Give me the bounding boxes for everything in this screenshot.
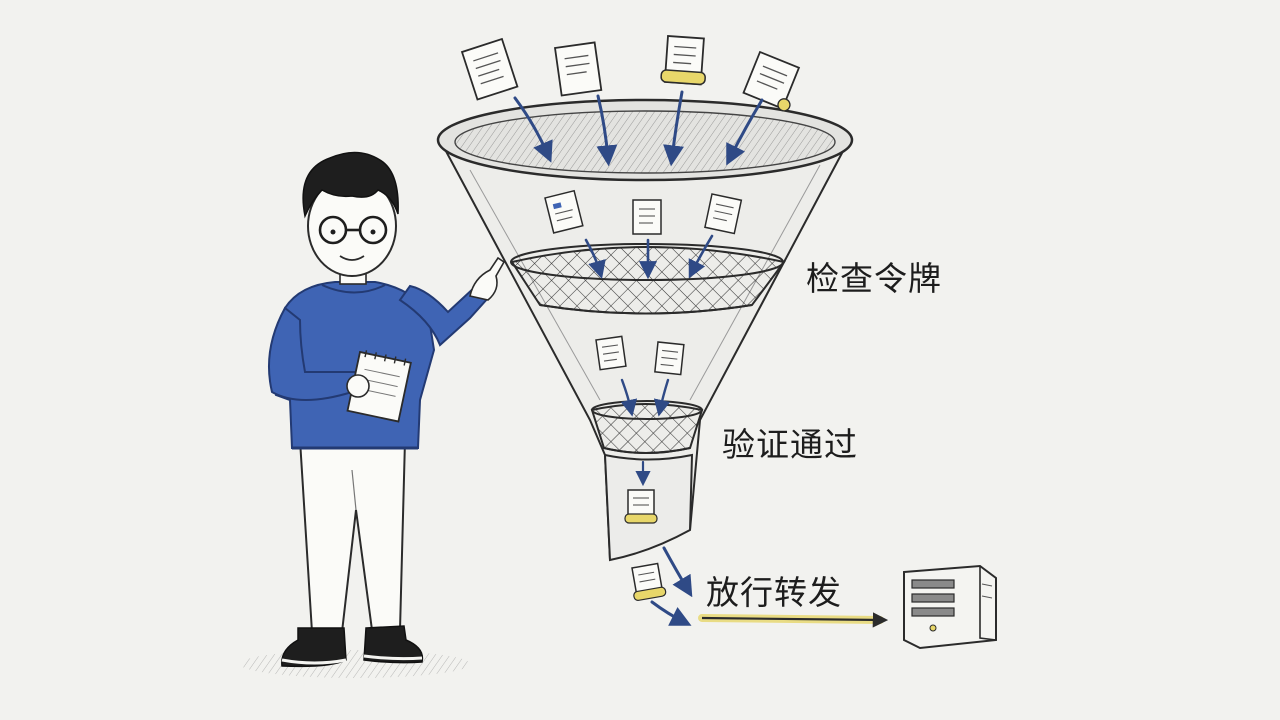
verify-arrows — [620, 378, 671, 417]
incoming-arrows — [513, 90, 764, 167]
scroll-document-icon — [742, 50, 801, 112]
verified-label: 验证通过 — [722, 425, 858, 464]
incoming-documents — [460, 35, 801, 112]
scroll-document-icon — [660, 35, 706, 86]
pointing-hand — [469, 256, 506, 301]
forwarded-document-icon — [631, 562, 667, 601]
funnel — [436, 98, 854, 562]
document-icon — [553, 41, 603, 97]
server-icon — [903, 564, 997, 650]
documents-passed-check — [595, 335, 685, 376]
person-illustration — [240, 151, 506, 678]
pants — [298, 439, 407, 633]
verify-filter-mesh — [590, 403, 704, 454]
hair — [302, 151, 399, 219]
document-icon — [632, 199, 662, 235]
forward-arrow — [698, 612, 889, 628]
glasses-icon — [318, 215, 388, 245]
filter-arrows — [584, 234, 714, 280]
scroll-document-icon — [704, 193, 743, 235]
verified-document-icon — [624, 489, 658, 524]
check-token-label: 检查令牌 — [806, 259, 942, 298]
document-icon — [544, 189, 584, 234]
document-icon — [595, 335, 627, 371]
exit-arrows — [650, 546, 693, 626]
forward-label: 放行转发 — [706, 573, 842, 612]
document-icon — [460, 37, 519, 101]
document-icon — [654, 341, 685, 376]
right-shoe — [363, 625, 424, 664]
documents-in-funnel — [544, 189, 743, 235]
